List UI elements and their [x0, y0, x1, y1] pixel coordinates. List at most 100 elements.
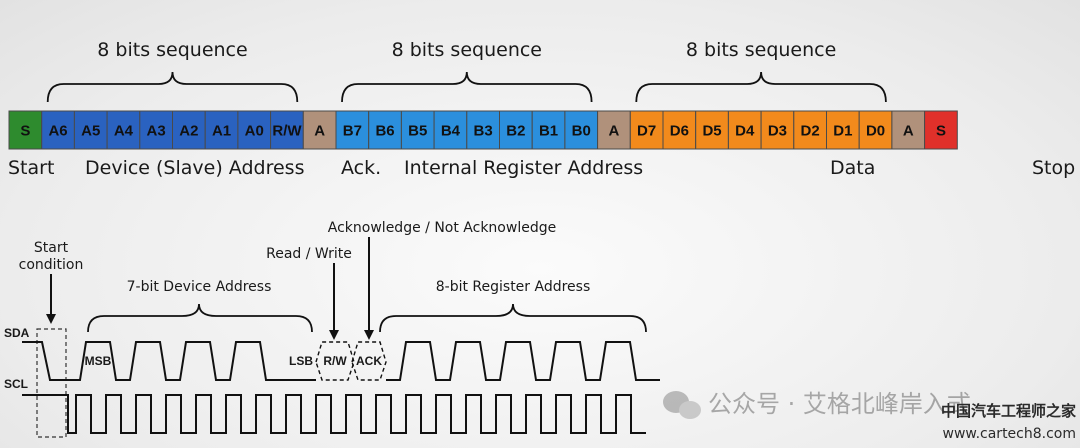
- start-condition-line1: Start: [34, 240, 69, 256]
- watermark: 公众号 · 艾格北峰岸入式: [663, 390, 971, 419]
- segment-box: [727, 110, 762, 150]
- segment-label: D1: [833, 123, 852, 140]
- frame-segment-a3: A3: [139, 110, 174, 150]
- frame-segment-b1: B1: [531, 110, 566, 150]
- wechat-account: 公众号 · 艾格北峰岸入式: [708, 390, 971, 418]
- start-arrow-head: [46, 314, 56, 324]
- sda-waveform: [22, 341, 660, 381]
- segment-label: A6: [48, 123, 67, 140]
- segment-box: [433, 110, 468, 150]
- segment-box: [204, 110, 239, 150]
- rw-slot: [315, 341, 355, 381]
- start-condition-line2: condition: [19, 257, 84, 273]
- label-start: Start: [8, 157, 54, 179]
- frame-segment-d3: D3: [760, 110, 795, 150]
- frame-segment-b2: B2: [499, 110, 533, 150]
- segment-label: D5: [702, 123, 721, 140]
- frame-segment-d0: D0: [858, 110, 893, 150]
- segment-box: [858, 110, 893, 150]
- segment-label: D7: [637, 123, 656, 140]
- device-address-label: 7-bit Device Address: [127, 279, 272, 295]
- frame-segment-rw: R/W: [270, 110, 304, 150]
- frame-segment-b6: B6: [368, 110, 402, 150]
- wechat-icon: [663, 391, 701, 419]
- segment-box: [793, 110, 827, 150]
- label-ack: Ack.: [341, 157, 381, 179]
- segment-box: [662, 110, 697, 150]
- segment-box: [400, 110, 435, 150]
- segment-label: B5: [408, 123, 427, 140]
- register-address-brace: [379, 303, 647, 333]
- group-brace-3: [635, 71, 887, 103]
- site-chinese-name: 中国汽车工程师之家: [941, 402, 1076, 420]
- group-brace-1: [46, 71, 299, 103]
- scl-waveform: [22, 394, 646, 434]
- segment-label: A: [903, 123, 914, 140]
- frame-segment-a: A: [302, 110, 337, 150]
- segment-label: R/W: [272, 123, 302, 140]
- segment-box: [597, 110, 631, 150]
- frame-segment-d1: D1: [826, 110, 860, 150]
- segment-label: S: [20, 123, 30, 140]
- register-address-label: 8-bit Register Address: [436, 279, 591, 295]
- segment-box: [139, 110, 174, 150]
- frame-segment-d6: D6: [662, 110, 697, 150]
- segment-box: [8, 110, 43, 150]
- group-label-1: 8 bits sequence: [97, 39, 247, 61]
- segment-box: [302, 110, 337, 150]
- sda-label: SDA: [4, 326, 30, 340]
- segment-box: [368, 110, 402, 150]
- lsb-label: LSB: [289, 354, 313, 368]
- group-label-2: 8 bits sequence: [392, 39, 542, 61]
- device-address-brace: [87, 303, 313, 333]
- segment-box: [924, 110, 958, 150]
- acknowledge-label: Acknowledge / Not Acknowledge: [328, 220, 556, 236]
- segment-box: [41, 110, 75, 150]
- segment-label: B1: [539, 123, 558, 140]
- segment-box: [237, 110, 272, 150]
- frame-segment-a4: A4: [106, 110, 141, 150]
- ack-slot: [351, 341, 387, 381]
- segment-label: A0: [245, 123, 264, 140]
- frame-segment-s: S: [8, 110, 43, 150]
- segment-label: A3: [147, 123, 166, 140]
- segment-box: [564, 110, 599, 150]
- segment-label: A5: [81, 123, 100, 140]
- frame-segment-d2: D2: [793, 110, 827, 150]
- segment-box: [891, 110, 926, 150]
- segment-box: [499, 110, 533, 150]
- segment-box: [172, 110, 206, 150]
- segment-box: [695, 110, 729, 150]
- ack-bit-label: ACK: [356, 354, 382, 368]
- segment-label: A: [609, 123, 620, 140]
- frame-segment-s: S: [924, 110, 958, 150]
- segment-label: D4: [735, 123, 755, 140]
- segment-box: [531, 110, 566, 150]
- segment-label: A4: [114, 123, 134, 140]
- segment-box: [270, 110, 304, 150]
- segment-box: [73, 110, 108, 150]
- segment-label: B7: [343, 123, 362, 140]
- frame-segment-d7: D7: [629, 110, 664, 150]
- label-stop: Stop: [1032, 157, 1075, 179]
- frame-segment-a: A: [597, 110, 631, 150]
- frame-segment-d5: D5: [695, 110, 729, 150]
- ack-arrow-head: [364, 330, 374, 340]
- frame-segment-b4: B4: [433, 110, 468, 150]
- frame-segment-a: A: [891, 110, 926, 150]
- segment-label: A2: [179, 123, 198, 140]
- frame-segment-a0: A0: [237, 110, 272, 150]
- site-url: www.cartech8.com: [943, 426, 1076, 442]
- segment-label: B0: [572, 123, 591, 140]
- segment-label: B4: [441, 123, 461, 140]
- frame-segment-b0: B0: [564, 110, 599, 150]
- segment-label: D0: [866, 123, 885, 140]
- segment-label: D6: [670, 123, 689, 140]
- label-data: Data: [830, 157, 875, 179]
- frame-segment-b3: B3: [466, 110, 500, 150]
- msb-label: MSB: [85, 354, 112, 368]
- frame-segment-a2: A2: [172, 110, 206, 150]
